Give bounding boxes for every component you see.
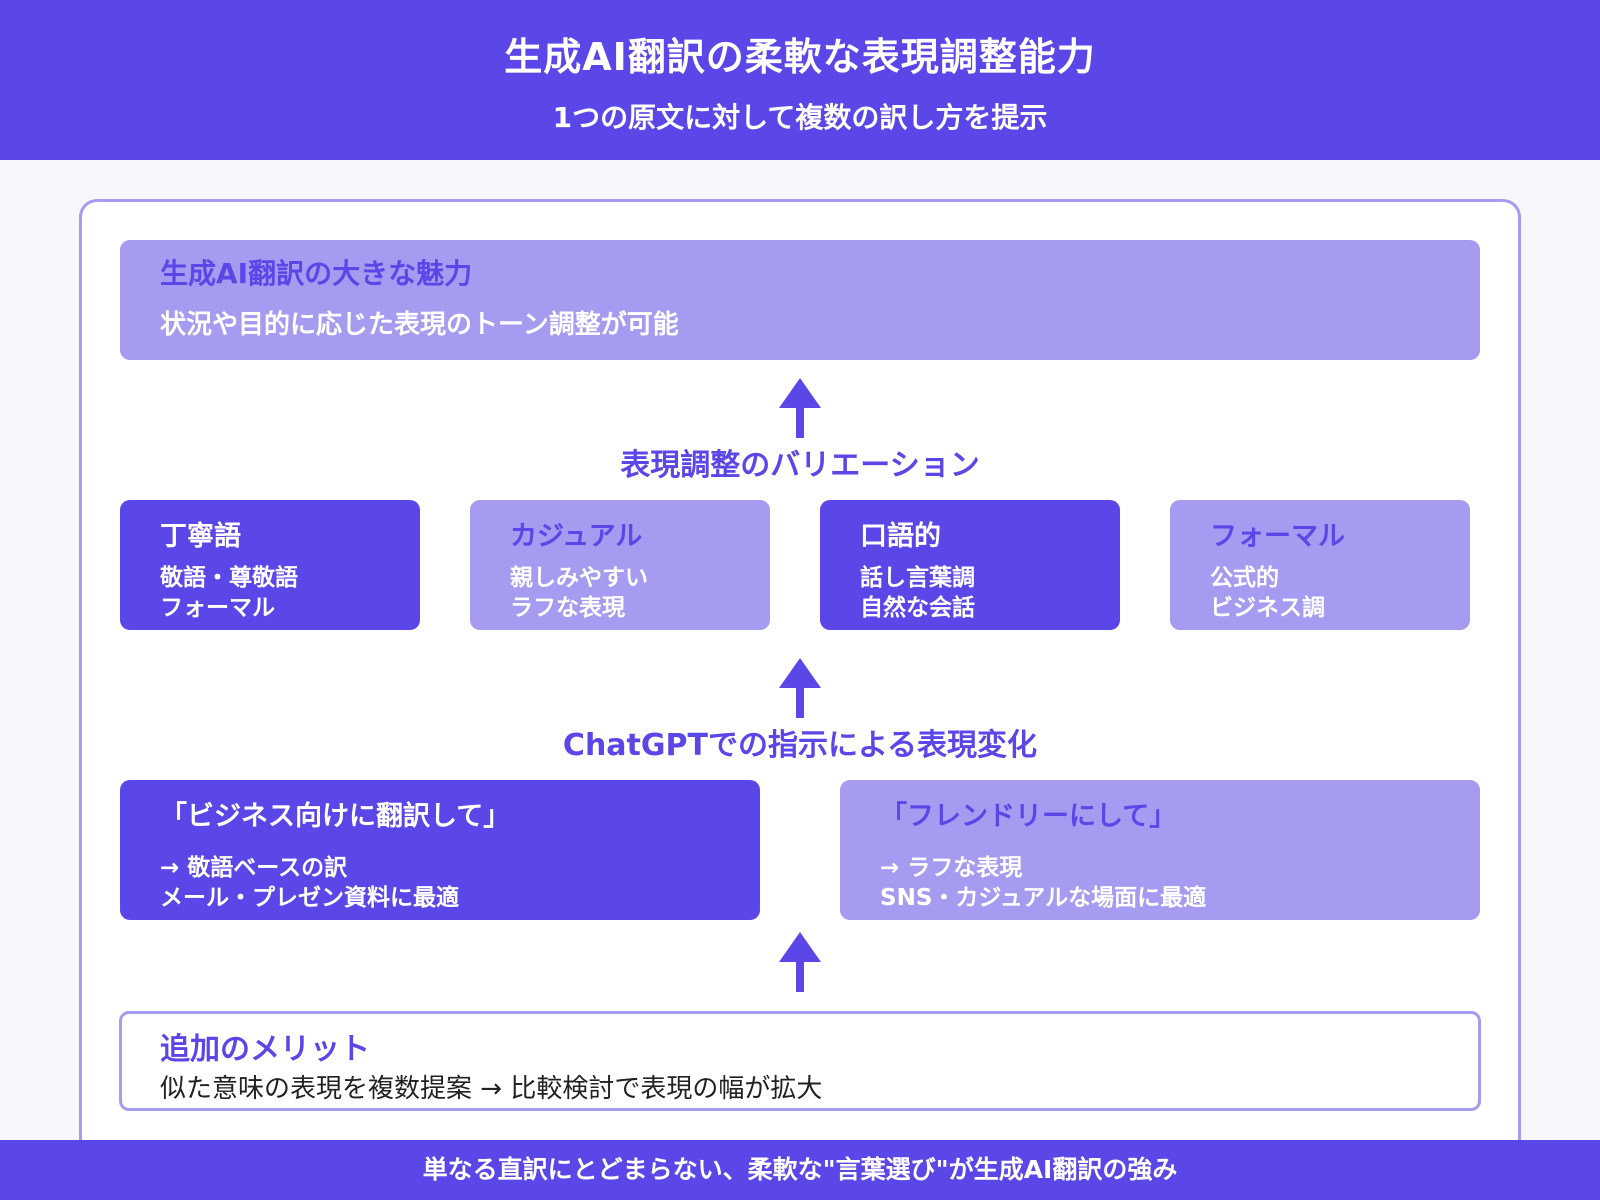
instruction-line: SNS・カジュアルな場面に最適 — [880, 885, 1207, 911]
variation-card-line: フォーマル — [160, 595, 275, 621]
appeal-text: 状況や目的に応じた表現のトーン調整が可能 — [160, 310, 679, 340]
header-banner: 生成AI翻訳の柔軟な表現調整能力 1つの原文に対して複数の訳し方を提示 — [0, 0, 1600, 160]
instruction-prompt: 「ビジネス向けに翻訳して」 — [160, 801, 511, 832]
appeal-box: 生成AI翻訳の大きな魅力 状況や目的に応じた表現のトーン調整が可能 — [120, 240, 1480, 360]
instruction-line: → 敬語ベースの訳 — [160, 855, 348, 881]
arrow-up-icon — [779, 378, 821, 438]
variation-card-casual: カジュアル 親しみやすい ラフな表現 — [470, 500, 770, 630]
variations-title: 表現調整のバリエーション — [620, 448, 980, 483]
arrow-up-icon — [779, 932, 821, 992]
variation-card-title: 口語的 — [860, 521, 941, 552]
variation-card-formal: フォーマル 公式的 ビジネス調 — [1170, 500, 1470, 630]
variation-card-line: ビジネス調 — [1210, 595, 1325, 621]
page-subtitle: 1つの原文に対して複数の訳し方を提示 — [552, 101, 1048, 134]
variation-card-line: 敬語・尊敬語 — [160, 565, 298, 591]
instruction-line: → ラフな表現 — [880, 855, 1023, 881]
variation-card-title: 丁寧語 — [160, 521, 241, 552]
variation-card-colloquial: 口語的 話し言葉調 自然な会話 — [820, 500, 1120, 630]
instruction-line: メール・プレゼン資料に最適 — [160, 885, 459, 911]
variation-card-line: 公式的 — [1210, 565, 1279, 591]
variation-card-title: カジュアル — [510, 521, 643, 552]
merit-heading: 追加のメリット — [160, 1032, 370, 1067]
instructions-title: ChatGPTでの指示による表現変化 — [562, 728, 1038, 763]
variation-card-line: 自然な会話 — [860, 595, 975, 621]
arrow-up-icon — [779, 658, 821, 718]
instruction-card-friendly: 「フレンドリーにして」 → ラフな表現 SNS・カジュアルな場面に最適 — [840, 780, 1480, 920]
instruction-prompt: 「フレンドリーにして」 — [880, 801, 1177, 832]
appeal-heading: 生成AI翻訳の大きな魅力 — [160, 257, 473, 290]
merit-box: 追加のメリット 似た意味の表現を複数提案 → 比較検討で表現の幅が拡大 — [119, 1011, 1481, 1111]
merit-text: 似た意味の表現を複数提案 → 比較検討で表現の幅が拡大 — [160, 1074, 823, 1104]
variation-card-polite: 丁寧語 敬語・尊敬語 フォーマル — [120, 500, 420, 630]
variation-card-line: 親しみやすい — [510, 565, 648, 591]
footer-banner: 単なる直訳にとどまらない、柔軟な"言葉選び"が生成AI翻訳の強み — [0, 1140, 1600, 1200]
page-title: 生成AI翻訳の柔軟な表現調整能力 — [504, 35, 1096, 79]
variation-card-line: ラフな表現 — [510, 595, 625, 621]
variation-card-title: フォーマル — [1210, 521, 1345, 552]
instruction-card-business: 「ビジネス向けに翻訳して」 → 敬語ベースの訳 メール・プレゼン資料に最適 — [120, 780, 760, 920]
variation-card-line: 話し言葉調 — [860, 565, 975, 591]
